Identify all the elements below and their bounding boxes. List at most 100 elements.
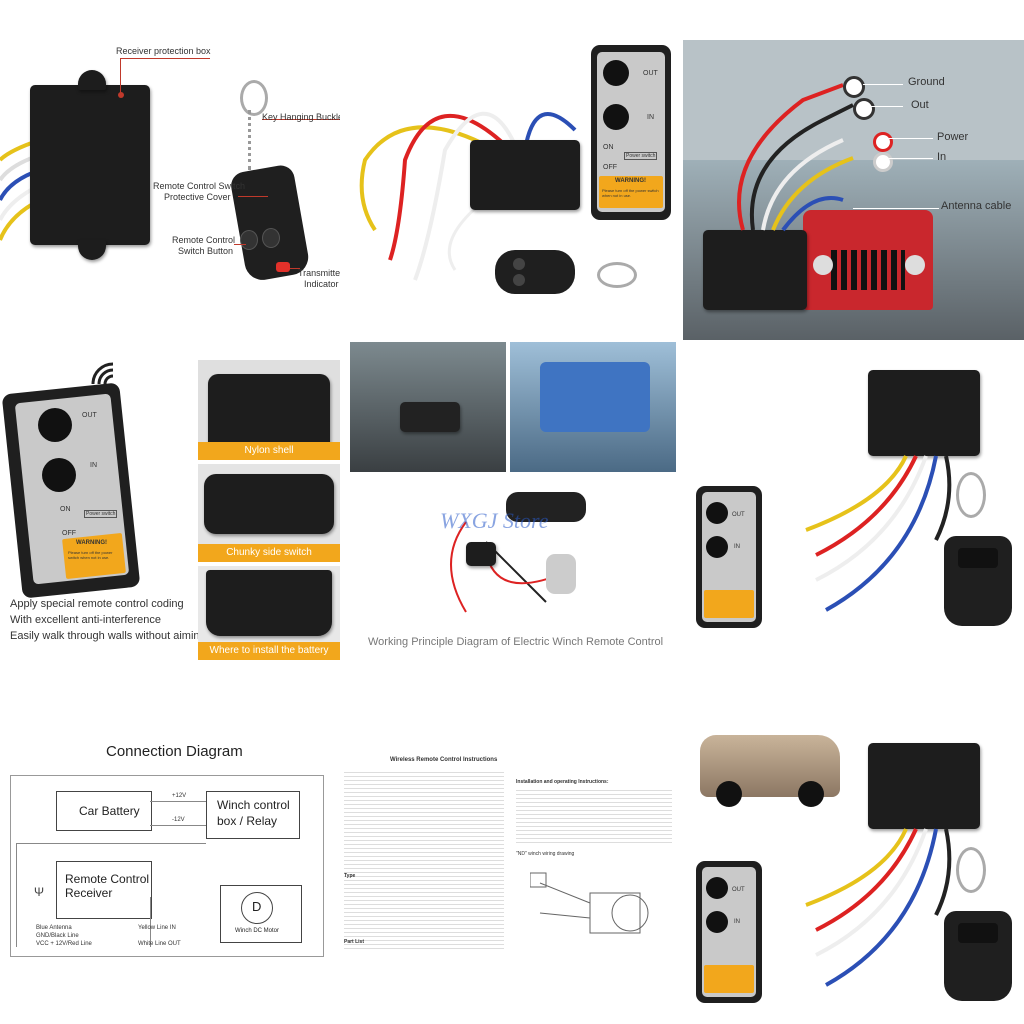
label-minus12: -12V	[172, 817, 185, 823]
jeep-photo-left	[350, 342, 506, 472]
fob-button-in	[240, 230, 258, 250]
panel-instructions: Wireless Remote Control Instructions Typ…	[340, 755, 680, 965]
fob-kit-wires	[805, 455, 952, 612]
kit-key-fob	[495, 250, 575, 294]
watermark: WXGJ Store	[440, 508, 549, 533]
detail-battery: Where to install the battery	[198, 566, 340, 660]
feature-remote-off: OFF	[62, 530, 76, 537]
kit-remote-power: Power switch	[624, 152, 658, 160]
kit-key-ring-icon	[597, 262, 637, 288]
label-plus12: +12V	[172, 793, 187, 799]
receiver-box	[30, 85, 150, 245]
panel-working-principle: WXGJ Store Working Principle Diagram of …	[346, 342, 680, 662]
jeep-grille	[831, 250, 905, 290]
leader-in	[889, 158, 933, 159]
indicator-leader	[290, 268, 300, 269]
leader-antenna	[853, 208, 939, 209]
ring-out	[853, 98, 875, 120]
diagram-title: Connection Diagram	[106, 743, 243, 760]
car-wheel-rear	[798, 781, 824, 807]
instructions-body-right	[516, 787, 672, 843]
kit-receiver-box	[470, 140, 580, 210]
key-leader	[262, 119, 340, 120]
ring-power	[873, 132, 893, 152]
label-blue: Blue Antenna	[36, 925, 72, 931]
winch-drawing	[530, 872, 649, 934]
jeep-receiver-box	[703, 230, 807, 310]
receiver-mount-bottom	[78, 240, 106, 260]
fob-kit-in-button	[706, 536, 728, 558]
fob-indicator	[276, 262, 290, 272]
instructions-parts: Part List	[344, 939, 365, 945]
caption-nylon-shell: Nylon shell	[198, 442, 340, 460]
feature-line-2: With excellent anti-interference	[10, 614, 162, 626]
car-kit-out: OUT	[732, 887, 745, 893]
panel-jeep-wires: Ground Out Power In Antenna cable	[683, 40, 1024, 340]
feature-line-3: Easily walk through walls without aiming	[10, 630, 200, 642]
fob-button-out	[262, 228, 280, 248]
instructions-installation: Installation and operating Instructions:	[516, 779, 609, 785]
panel-remote-features: OUT IN ON Power switch OFF WARNING! Plea…	[0, 360, 200, 650]
box-motor: D Winch DC Motor	[220, 885, 302, 943]
cover-leader	[238, 196, 268, 197]
instructions-nd-type: "ND" winch wiring drawing	[516, 851, 575, 857]
feature-remote-in-button	[42, 458, 76, 492]
kit-remote-warning-body: Please turn off the power switch when no…	[602, 188, 659, 198]
feature-remote-warning-body: Please turn off the power switch when no…	[68, 550, 113, 560]
instructions-body-left	[344, 769, 504, 949]
feature-remote-power: Power switch	[84, 510, 118, 518]
label-receiver-box: Receiver protection box	[116, 46, 211, 56]
car-kit-warning	[704, 965, 754, 993]
label-yellow: Yellow Line IN	[138, 925, 176, 931]
fob-kit-out: OUT	[732, 512, 745, 518]
receiver-leader	[120, 58, 121, 94]
instructions-title: Wireless Remote Control Instructions	[390, 757, 498, 763]
label-button-1: Remote Control	[172, 235, 236, 245]
wire-gnd	[16, 843, 17, 947]
detail-switch: Chunky side switch	[198, 464, 340, 562]
label-indicator-2: Indicator	[304, 279, 339, 289]
principle-wires	[450, 521, 567, 613]
leader-ground	[863, 84, 903, 85]
label-gnd: GND/Black Line	[36, 933, 79, 939]
receiver-label-2: Receiver	[65, 886, 113, 900]
label-ground: Ground	[908, 76, 945, 88]
box-receiver: Remote Control Receiver	[56, 861, 152, 919]
caption-battery: Where to install the battery	[198, 642, 340, 660]
fob-kit-fob-button	[958, 548, 998, 568]
receiver-pointer	[118, 92, 124, 98]
antenna-icon: Ψ	[34, 885, 45, 899]
wire-plus12	[150, 801, 206, 802]
car-kit-key-ring-icon	[956, 847, 986, 893]
kit-remote-off: OFF	[603, 164, 617, 171]
leader-out	[871, 106, 903, 107]
kit-fob-btn-a	[513, 258, 525, 270]
detail-battery-box	[206, 570, 332, 636]
feature-remote-out: OUT	[82, 412, 97, 419]
car-kit-receiver	[868, 743, 980, 829]
label-button-2: Switch Button	[178, 246, 234, 256]
winch-icon	[506, 492, 586, 522]
instructions-type: Type	[344, 873, 356, 879]
motor-circle	[241, 892, 273, 924]
motor-label: Winch DC Motor	[235, 928, 280, 934]
car-kit-out-button	[706, 877, 728, 899]
kit-remote-out: OUT	[643, 70, 658, 77]
fob-kit-out-button	[706, 502, 728, 524]
car-kit-wires	[805, 828, 952, 987]
label-in: In	[937, 151, 947, 163]
kit-remote-in-button	[603, 104, 629, 130]
panel-receiver-labelled: Receiver protection box Key Hanging Buck…	[0, 30, 340, 310]
feature-remote-on: ON	[60, 506, 71, 513]
principle-remote	[546, 554, 576, 594]
kit-remote-warning-title: WARNING!	[615, 178, 646, 184]
car-kit-in-button	[706, 911, 728, 933]
feature-line-1: Apply special remote control coding	[10, 598, 184, 610]
box-car-battery: Car Battery	[56, 791, 152, 831]
feature-remote-out-button	[38, 408, 72, 442]
kit-fob-btn-b	[513, 274, 525, 286]
wire-minus12	[150, 825, 206, 826]
winch-label-1: Winch control	[217, 798, 290, 812]
panel-connection-diagram: Connection Diagram Car Battery Winch con…	[0, 735, 340, 965]
car-kit-in: IN	[734, 919, 740, 925]
